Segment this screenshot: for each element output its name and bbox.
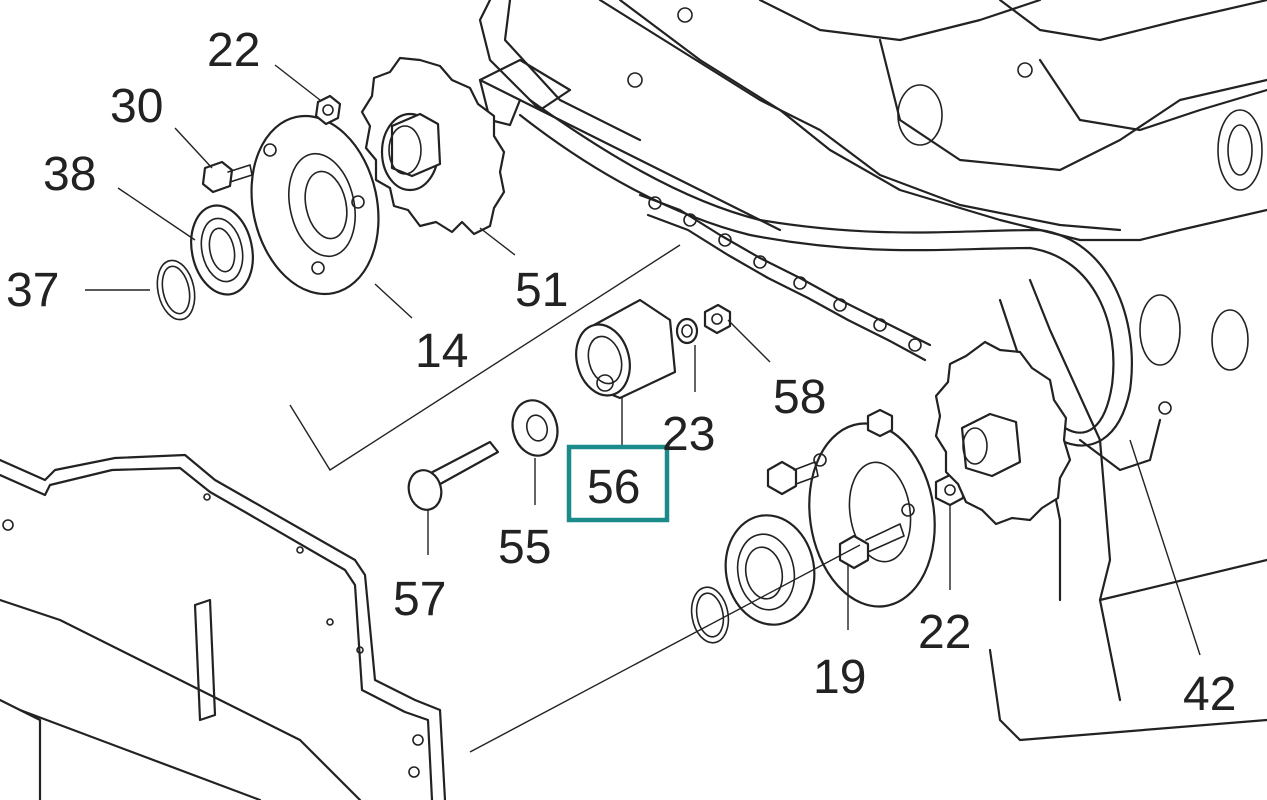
frame-housing	[478, 0, 1267, 742]
leader-lines	[85, 64, 1201, 753]
callout-22-top: 22	[207, 24, 260, 77]
callout-19: 19	[813, 651, 866, 704]
callout-56: 56	[587, 461, 640, 514]
right-sprocket	[934, 340, 1072, 526]
right-bearing	[724, 514, 816, 626]
callout-57: 57	[393, 573, 446, 626]
callout-labels: 22 30 38 37 51 14 58 23 56 55 57 19 22 4…	[6, 24, 1236, 721]
callout-30: 30	[110, 80, 163, 133]
right-bolt-upper	[766, 460, 819, 496]
left-nut-part-22	[314, 94, 342, 126]
left-flange-part-14	[250, 114, 380, 296]
left-sprocket-part-51	[360, 56, 506, 236]
right-flange	[808, 422, 936, 608]
callout-14: 14	[415, 325, 468, 378]
callout-37: 37	[6, 264, 59, 317]
callout-51: 51	[515, 264, 568, 317]
spacer-part-56	[575, 298, 677, 400]
callout-38: 38	[43, 148, 96, 201]
callout-23: 23	[662, 408, 715, 461]
right-nut-upper	[866, 408, 894, 438]
chain	[638, 193, 932, 362]
bolt-part-19	[838, 523, 905, 570]
callout-58: 58	[773, 371, 826, 424]
nut-part-58	[703, 303, 732, 335]
washer-part-23	[675, 317, 699, 345]
left-snap-ring-part-37	[156, 259, 196, 321]
callout-42: 42	[1183, 668, 1236, 721]
right-snap-ring	[690, 586, 730, 644]
callout-55: 55	[498, 521, 551, 574]
highlight-box	[566, 444, 670, 523]
callout-22-bottom: 22	[918, 606, 971, 659]
bolt-part-57	[407, 440, 500, 511]
roller-part-55	[511, 399, 559, 457]
bracket-plate	[0, 453, 447, 800]
left-bolt-part-30	[201, 160, 253, 194]
left-bearing-part-38	[190, 204, 254, 296]
